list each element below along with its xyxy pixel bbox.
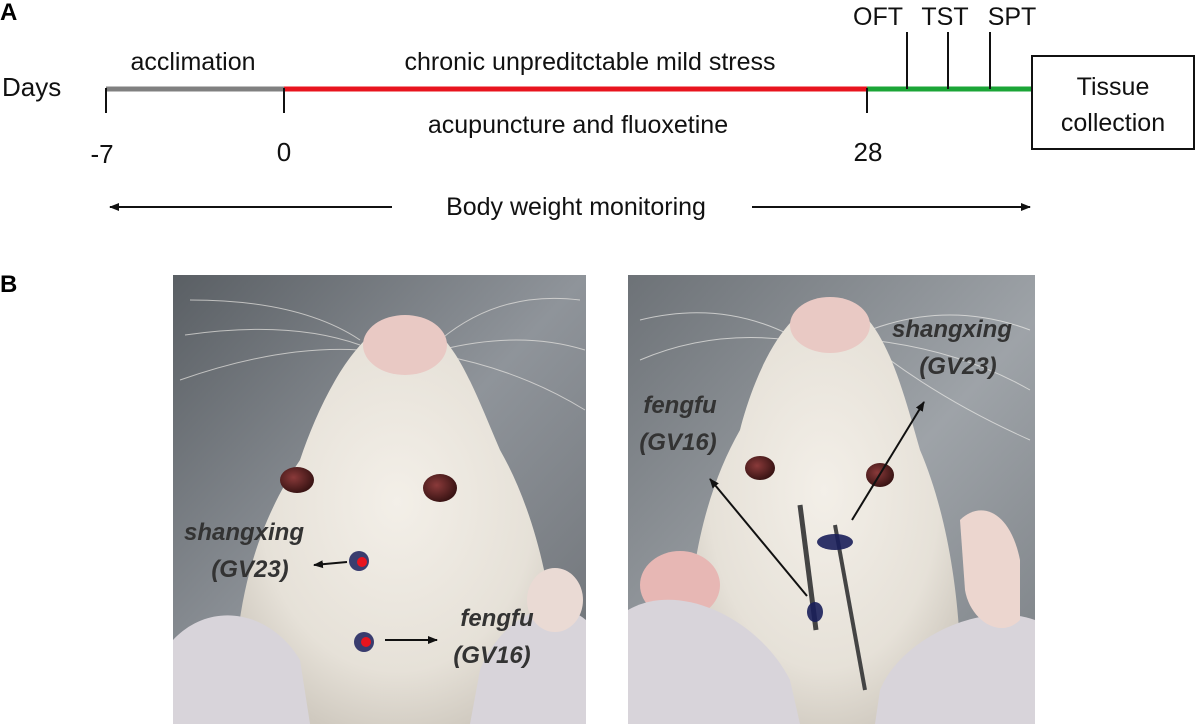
right-fengfu-label: fengfu xyxy=(643,392,717,419)
stress-label: chronic unpreditctable mild stress xyxy=(405,48,776,76)
tst-label: TST xyxy=(921,3,968,31)
tissue-label-line1: Tissue xyxy=(1077,73,1150,101)
left-shangxing-arrow xyxy=(313,560,348,569)
right-shangxing-arrow xyxy=(851,401,925,521)
right-shangxing-label: shangxing xyxy=(892,316,1012,343)
right-shangxing-code: (GV23) xyxy=(919,353,996,380)
tick-label-28: 28 xyxy=(854,137,883,167)
right-fengfu-code: (GV16) xyxy=(639,429,716,456)
tick-label-0: 0 xyxy=(277,137,291,167)
right-rat-photo xyxy=(628,275,1035,724)
tick-label-minus7: -7 xyxy=(90,139,113,169)
panel-a-letter: A xyxy=(0,0,17,26)
tissue-label-line2: collection xyxy=(1061,109,1165,137)
right-fengfu-arrow xyxy=(709,478,808,597)
left-shangxing-label: shangxing xyxy=(184,519,304,546)
left-shangxing-dot xyxy=(357,557,367,567)
tissue-collection-box xyxy=(1031,55,1195,150)
acclimation-label: acclimation xyxy=(130,48,255,76)
left-rat-photo xyxy=(173,275,586,724)
oft-label: OFT xyxy=(853,3,903,31)
left-fengfu-dot xyxy=(361,637,371,647)
monitoring-label: Body weight monitoring xyxy=(446,193,706,221)
spt-label: SPT xyxy=(988,3,1037,31)
days-label: Days xyxy=(2,72,61,102)
left-fengfu-label: fengfu xyxy=(460,605,534,632)
panel-b-letter: B xyxy=(0,271,17,298)
left-shangxing-code: (GV23) xyxy=(211,556,288,583)
left-fengfu-code: (GV16) xyxy=(453,642,530,669)
treatment-label: acupuncture and fluoxetine xyxy=(428,111,728,139)
